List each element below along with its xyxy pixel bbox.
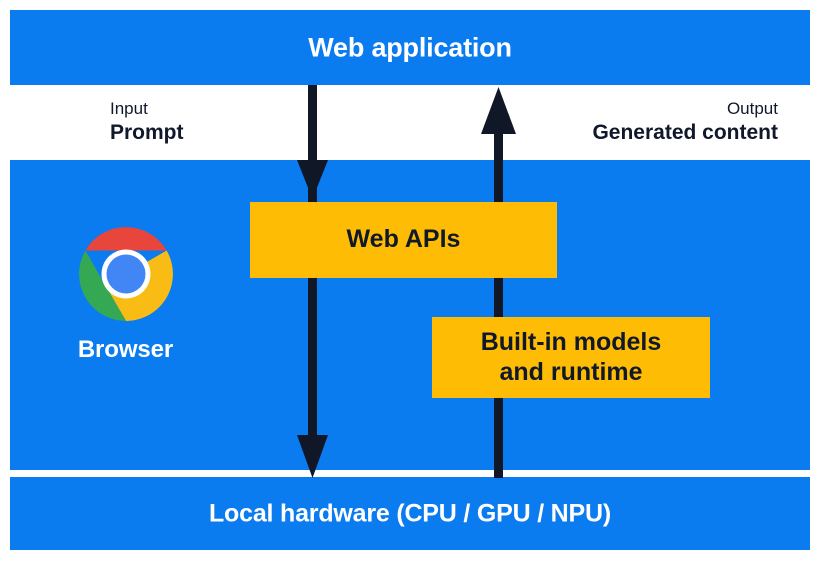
edge-label-output: Output Generated content: [592, 98, 778, 147]
edge-label-output-value: Generated content: [592, 120, 778, 144]
band-local-hardware-label: Local hardware (CPU / GPU / NPU): [208, 499, 611, 527]
box-builtin-models-line-2: and runtime: [499, 357, 643, 386]
box-web-apis-label: Web APIs: [346, 225, 461, 254]
edge-label-input: Input Prompt: [110, 98, 184, 147]
box-builtin-models-text: Built-in models and runtime: [481, 328, 662, 387]
edge-label-input-value: Prompt: [110, 120, 184, 144]
box-web-apis[interactable]: Web APIs: [250, 202, 557, 278]
chrome-logo-icon: [78, 227, 173, 321]
browser-group: Browser: [48, 226, 203, 364]
browser-label: Browser: [77, 336, 174, 363]
edge-label-output-kind: Output: [726, 99, 778, 118]
edge-label-input-kind: Input: [110, 99, 148, 118]
box-builtin-models[interactable]: Built-in models and runtime: [432, 317, 710, 398]
band-local-hardware: Local hardware (CPU / GPU / NPU): [10, 477, 810, 550]
band-web-application-label: Web application: [308, 32, 512, 62]
band-web-application: Web application: [10, 10, 810, 85]
box-builtin-models-line-1: Built-in models: [480, 328, 662, 356]
